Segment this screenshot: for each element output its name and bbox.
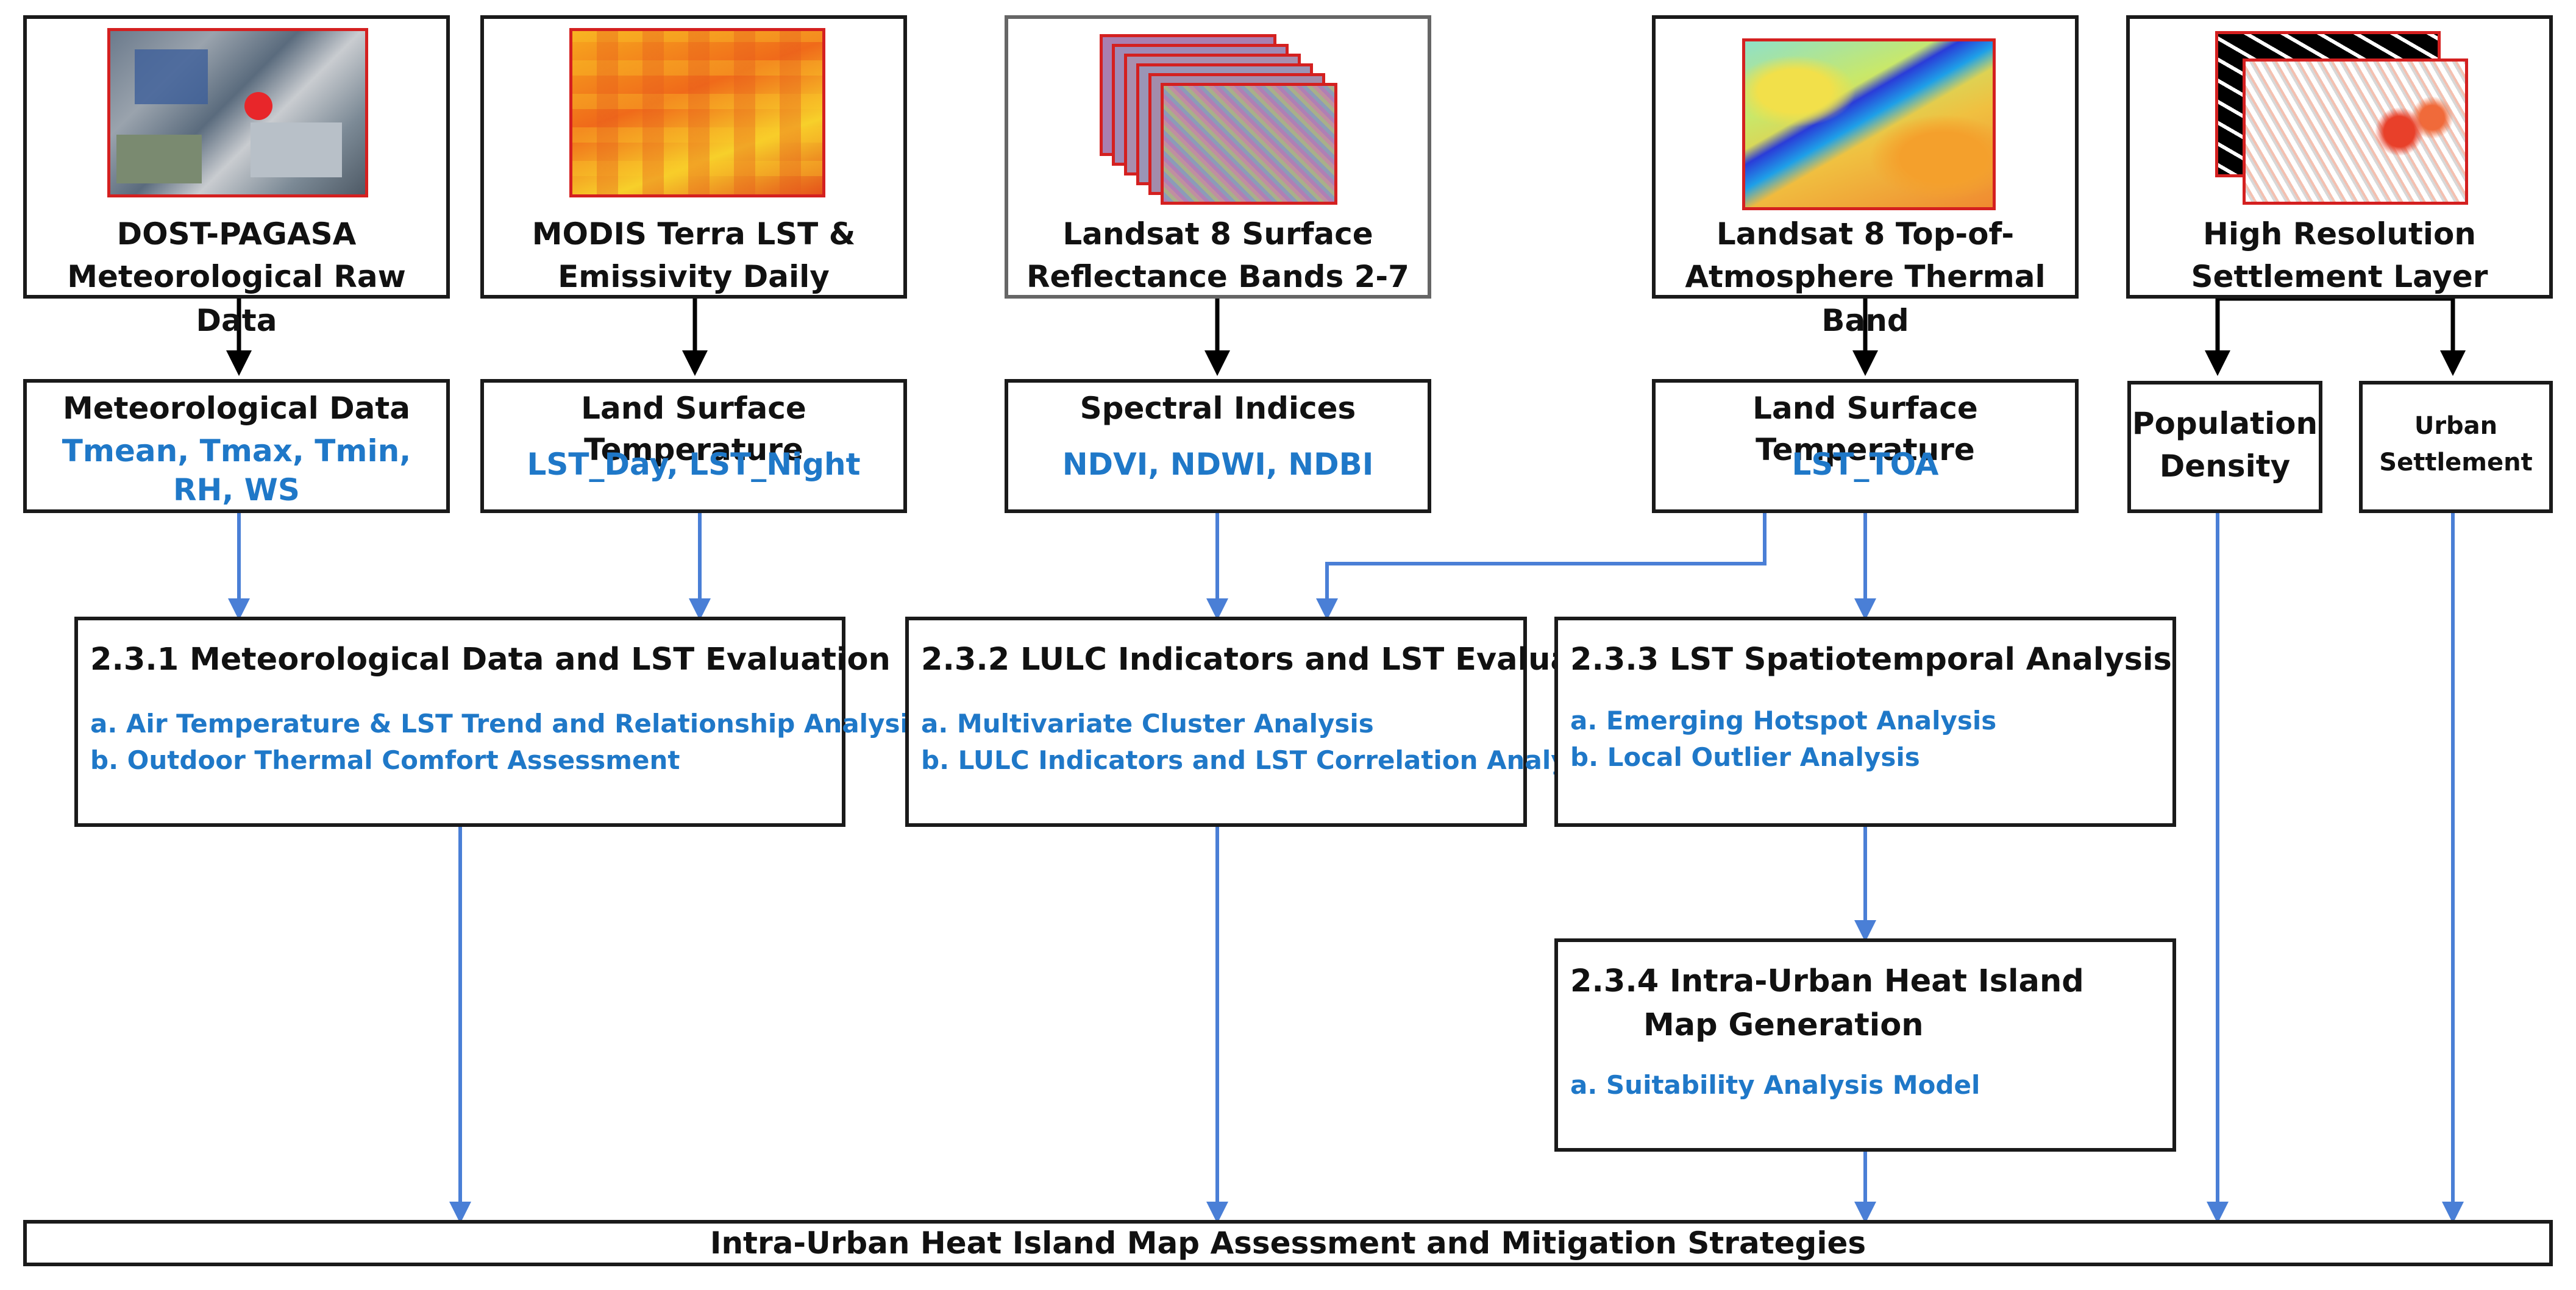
final-assessment-label: Intra-Urban Heat Island Map Assessment a… [710,1225,1866,1261]
source-title-line1: MODIS Terra LST & [532,216,856,252]
product-title: Land Surface Temperature [1752,391,1978,467]
source-title-line2: Reflectance Bands 2-7 [1026,259,1409,294]
analysis-title: 2.3.3 LST Spatiotemporal Analysis [1570,642,2172,678]
analysis-item: b. Outdoor Thermal Comfort Assessment [90,745,680,775]
source-box-landsat-toa: Landsat 8 Top-of- Atmosphere Thermal Ban… [1652,15,2079,338]
analysis-box-234: 2.3.4 Intra-Urban Heat Island Map Genera… [1554,938,2176,1152]
source-title-line2: Atmosphere Thermal Band [1685,259,2046,338]
product-box-population: Population Density [2127,381,2322,513]
modis-lst-thumbnail [569,28,825,197]
analysis-title: 2.3.2 LULC Indicators and LST Evaluation [921,642,1640,678]
product-values: LST_TOA [1791,447,1939,482]
analysis-title-line1: 2.3.4 Intra-Urban Heat Island [1570,963,2084,999]
satellite-image-thumbnail [107,28,368,197]
settlement-layer-image [2215,31,2471,214]
analysis-box-232: 2.3.2 LULC Indicators and LST Evaluation… [905,617,1640,827]
source-title-line2: Emissivity Daily [558,259,830,294]
product-box-lst-toa: Land Surface Temperature LST_TOA [1652,379,2079,513]
product-values: NDVI, NDWI, NDBI [1062,447,1374,482]
product-title-line1: Urban [2414,412,2498,440]
source-box-landsat-sr: Landsat 8 Surface Reflectance Bands 2-7 [1005,15,1431,299]
analysis-item: a. Air Temperature & LST Trend and Relat… [90,709,924,739]
source-box-hrsl: High Resolution Settlement Layer [2126,15,2553,299]
product-box-urban: Urban Settlement [2359,381,2553,513]
analysis-title: 2.3.1 Meteorological Data and LST Evalua… [90,642,891,678]
product-title: Land Surface Temperature [581,391,806,467]
source-title-line2: Settlement Layer [2191,259,2488,294]
source-box-pagasa: DOST-PAGASA Meteorological Raw Data [23,15,450,338]
source-title-line1: High Resolution [2202,216,2477,252]
arrow-toa-to-232 [1316,511,1767,620]
analysis-box-231: 2.3.1 Meteorological Data and LST Evalua… [74,617,924,827]
source-box-modis: MODIS Terra LST & Emissivity Daily [480,15,907,299]
source-title-line1: Landsat 8 Surface [1062,216,1373,252]
source-title-line2: Meteorological Raw Data [67,259,406,338]
product-values-line1: Tmean, Tmax, Tmin, [62,433,411,469]
thermal-band-thumbnail [1742,38,1996,210]
product-title-line2: Density [2159,448,2291,484]
analysis-item: b. LULC Indicators and LST Correlation A… [921,745,1607,775]
analysis-item: a. Suitability Analysis Model [1570,1070,1980,1100]
source-title-line1: DOST-PAGASA [116,216,357,252]
analysis-box-233: 2.3.3 LST Spatiotemporal Analysis a. Eme… [1554,617,2176,827]
product-values: LST_Day, LST_Night [527,447,861,482]
product-box-spectral: Spectral Indices NDVI, NDWI, NDBI [1005,379,1431,513]
product-title-line2: Settlement [2379,448,2533,477]
analysis-title-line2: Map Generation [1643,1007,1924,1043]
source-title-line1: Landsat 8 Top-of- [1716,216,2015,252]
product-title: Spectral Indices [1080,391,1356,426]
product-title: Meteorological Data [62,391,411,426]
product-values-line2: RH, WS [173,472,300,508]
analysis-item: a. Multivariate Cluster Analysis [921,709,1374,739]
final-assessment-box: Intra-Urban Heat Island Map Assessment a… [23,1220,2553,1266]
product-title-line1: Population [2132,406,2318,441]
analysis-item: a. Emerging Hotspot Analysis [1570,706,1997,735]
band-stack-image [1100,34,1356,211]
product-box-lst-modis: Land Surface Temperature LST_Day, LST_Ni… [480,379,907,513]
station-marker-icon [244,92,272,120]
product-box-met: Meteorological Data Tmean, Tmax, Tmin, R… [23,379,450,513]
analysis-item: b. Local Outlier Analysis [1570,742,1920,772]
